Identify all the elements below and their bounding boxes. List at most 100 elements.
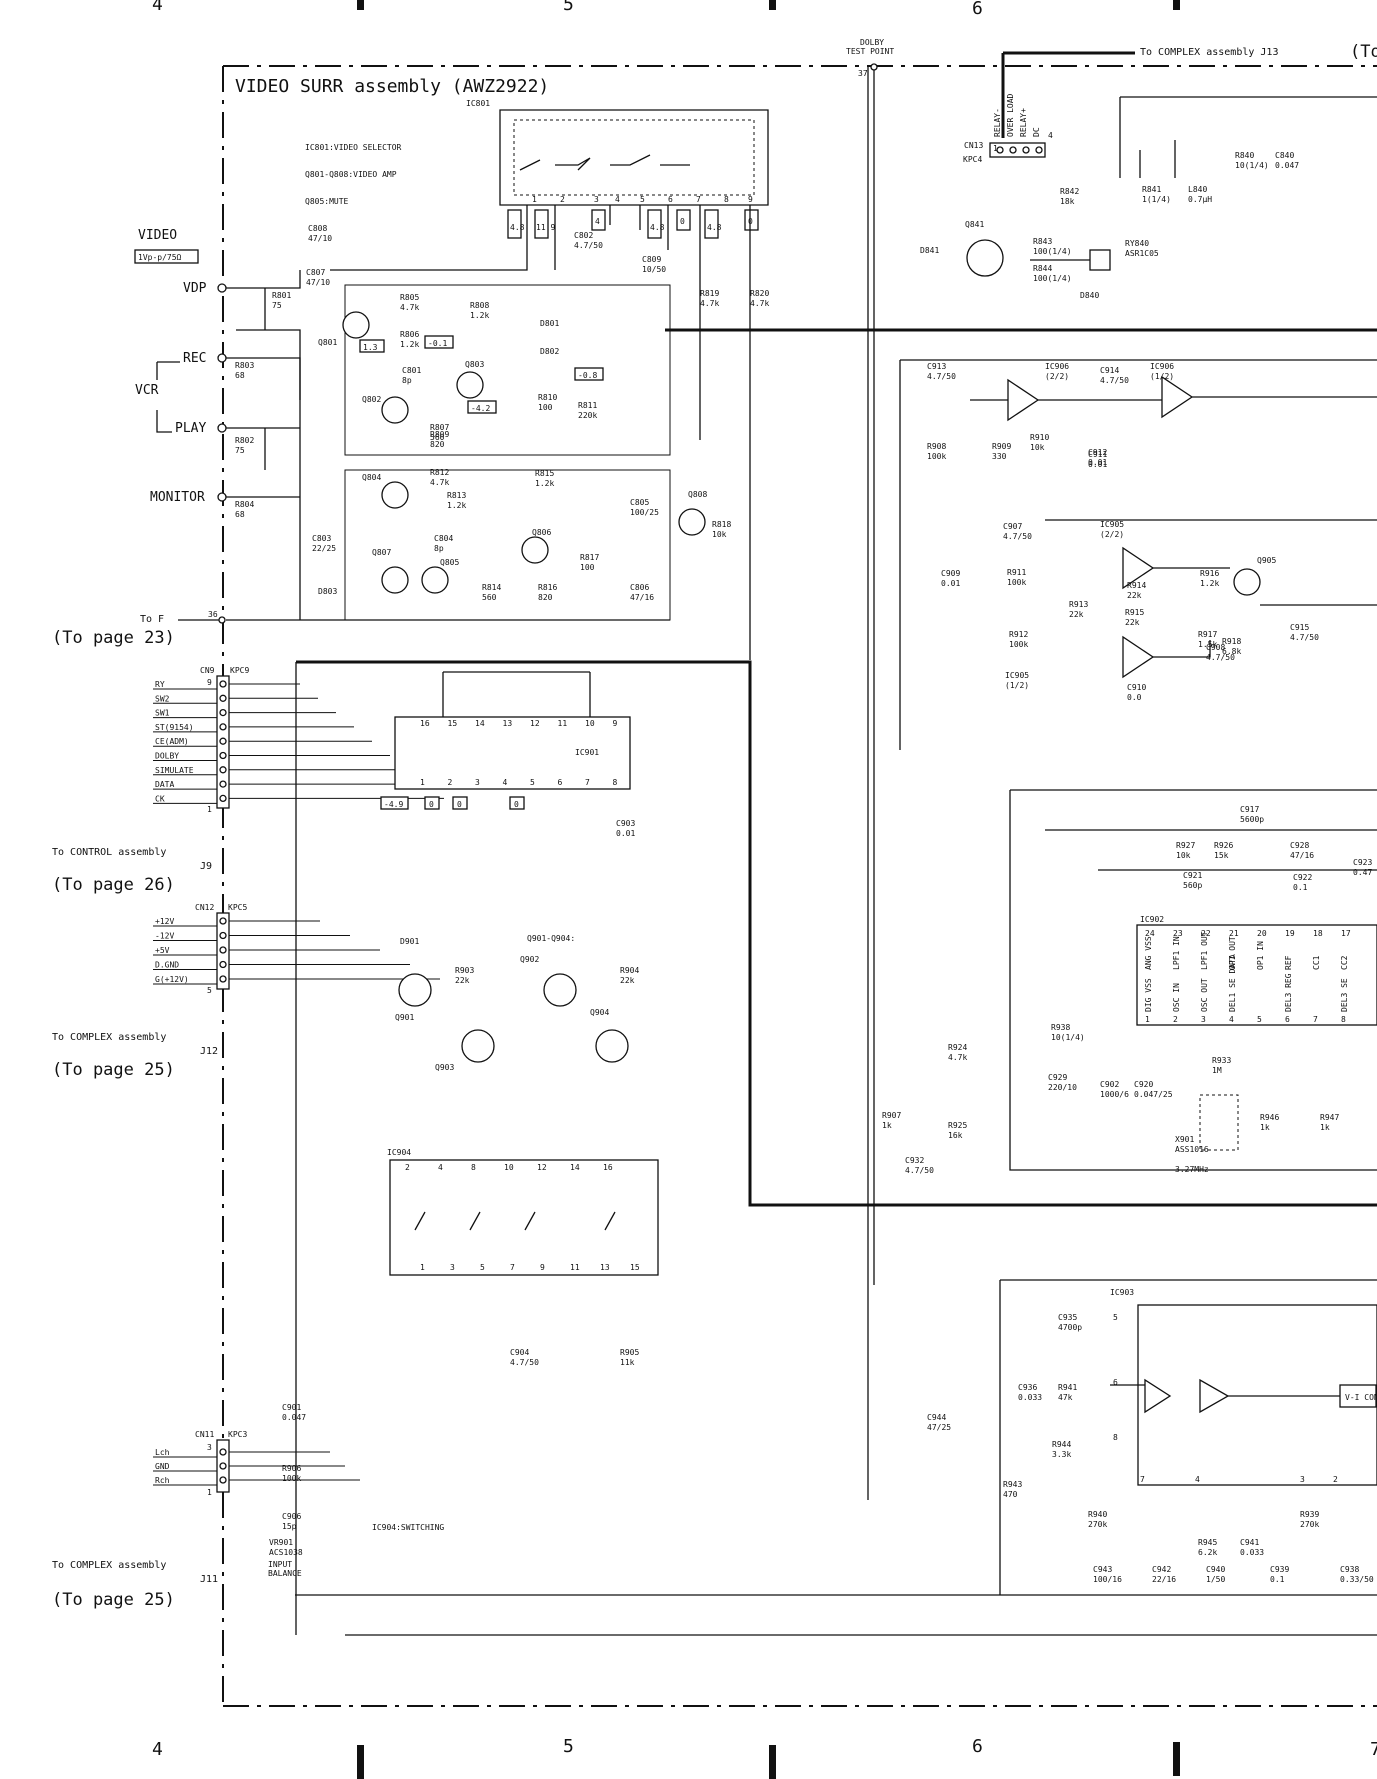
connector-pin (219, 680, 227, 688)
component-ref: R939 (1300, 1510, 1319, 1519)
input-balance-label: BALANCE (268, 1569, 302, 1578)
voltage: -0.1 (428, 339, 447, 348)
pin-number: 20 (1257, 929, 1267, 938)
pin-number: 8 (471, 1163, 476, 1172)
pin-name: OP1 IN (1256, 941, 1265, 970)
pin-number: 18 (1313, 929, 1323, 938)
wire (442, 671, 591, 717)
pin-number: 7 (696, 195, 701, 204)
component-value: 470 (1003, 1490, 1018, 1499)
ic902-label: IC902 (1140, 915, 1164, 924)
video-label: VIDEO (138, 228, 177, 243)
component-ref: C806 (630, 583, 649, 592)
component-ref: C840 (1275, 151, 1294, 160)
connector-pin (219, 694, 227, 702)
opamp-ic905-2 (1122, 546, 1155, 590)
vcr-bracket (156, 361, 180, 433)
component-value: 22k (620, 976, 635, 985)
opamp-labels: C9134.7/50IC906(2/2)C9144.7/50IC906(1/2)… (927, 362, 1319, 702)
component-ref: R812 (430, 468, 449, 477)
component-value: 100k (282, 1474, 301, 1483)
ic902-body (1136, 924, 1377, 1026)
voltage: 0 (680, 217, 685, 226)
component-ref: C941 (1240, 1538, 1259, 1547)
component-value: 220k (578, 411, 597, 420)
component-value: 100(1/4) (1033, 247, 1072, 256)
component-value: 47/25 (927, 1423, 951, 1432)
component-ref: R801 (272, 291, 291, 300)
component-value: (2/2) (1045, 372, 1069, 381)
pin-number: 11 (570, 1263, 580, 1272)
component-value: 4.7/50 (510, 1358, 539, 1367)
video-level-box (134, 249, 199, 264)
pin-number: 3 (1201, 1015, 1206, 1024)
transistor-q802 (381, 396, 409, 424)
component-value: 47/16 (630, 593, 654, 602)
component-value: 10(1/4) (1235, 161, 1269, 170)
component-value: 0.47 (1353, 868, 1372, 877)
pin-number: 7 (585, 778, 590, 787)
component-ref: R903 (455, 966, 474, 975)
component-ref: R946 (1260, 1113, 1279, 1122)
component-value: 18k (1060, 197, 1075, 206)
to-control-label: To CONTROL assembly (52, 847, 166, 858)
connector-pin (219, 946, 227, 954)
pin-number: 3 (594, 195, 599, 204)
connector-ref: CN9 (200, 666, 215, 675)
component-ref: C922 (1293, 873, 1312, 882)
transistor-q803 (456, 371, 484, 399)
wire (226, 270, 301, 289)
connector-pin-label: CK (155, 794, 165, 803)
voltage-box (467, 400, 497, 414)
component-value: 1(1/4) (1142, 195, 1171, 204)
component-ref: R910 (1030, 433, 1049, 442)
ic904-switch (414, 1211, 616, 1231)
component-ref: C915 (1290, 623, 1309, 632)
monitor-label: MONITOR (150, 490, 205, 505)
component-value: 220/10 (1048, 1083, 1077, 1092)
pin-name: OP1 OUT (1228, 936, 1237, 970)
grid-col-label: 4 (152, 1739, 163, 1760)
to-complex-j13-label: To COMPLEX assembly J13 (1140, 47, 1278, 58)
component-ref: C928 (1290, 841, 1309, 850)
component-ref: C911 (1088, 450, 1107, 459)
component-ref: C805 (630, 498, 649, 507)
dolby-test-point-label: TEST POINT (846, 47, 894, 56)
component-value: 1k (1320, 1123, 1330, 1132)
voltage: 0 (514, 800, 519, 809)
component-ref: R918 (1222, 637, 1241, 646)
component-ref: C808 (308, 224, 327, 233)
voltage: -0.8 (578, 371, 597, 380)
ref-label: Q808 (688, 490, 707, 499)
vcr-label: VCR (135, 383, 159, 398)
ref-label: Q804 (362, 473, 381, 482)
component-ref: C804 (434, 534, 453, 543)
component-value: 1.2k (447, 501, 466, 510)
component-value: 22/16 (1152, 1575, 1176, 1584)
transistor-q801 (342, 311, 370, 339)
wire (1009, 789, 1377, 1171)
ref-label: Q802 (362, 395, 381, 404)
component-value: 1.2k (470, 311, 489, 320)
to-complex-j13-paren: (To (1350, 42, 1377, 62)
pin-number: 2 (560, 195, 565, 204)
pin-number: 4 (438, 1163, 443, 1172)
voltage: 0 (457, 800, 462, 809)
pin-number: 9 (748, 195, 753, 204)
connector-ref: CN13 (964, 141, 983, 150)
component-value: 8p (402, 376, 412, 385)
component-value: 0.033 (1240, 1548, 1264, 1557)
component-value: 4700p (1058, 1323, 1082, 1332)
component-ref: R807 (430, 423, 449, 432)
component-ref: C912 (1088, 448, 1107, 457)
connector-pin (219, 794, 227, 803)
pin-name: OSC OUT (1200, 978, 1209, 1012)
rec-label: REC (183, 351, 206, 366)
ic801-legend: Q801-Q808:VIDEO AMP (305, 170, 397, 179)
voltage-box (424, 796, 440, 810)
transistor-q808 (678, 508, 706, 536)
component-ref: Q901 (395, 1013, 414, 1022)
